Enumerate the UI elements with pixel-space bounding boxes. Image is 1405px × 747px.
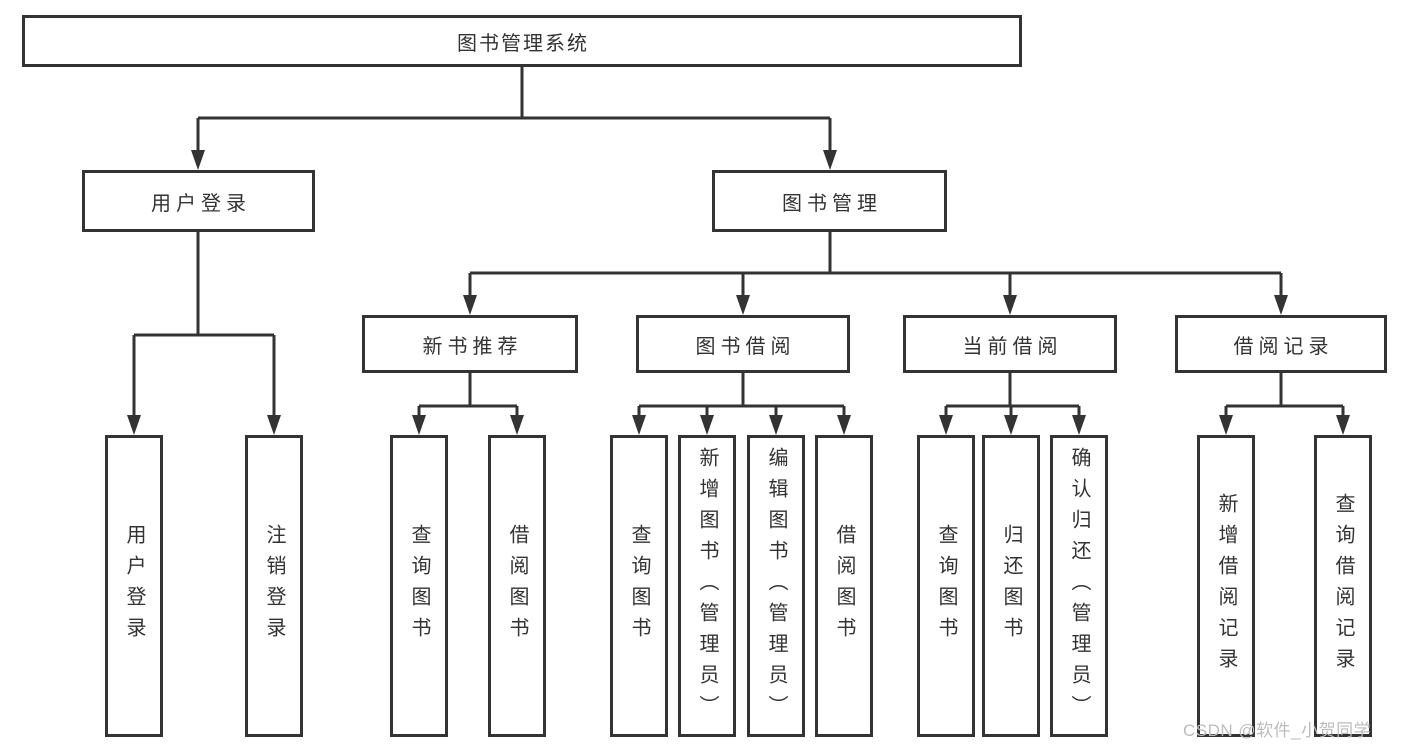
- leaf-label: 确认归还（管理员）: [1068, 446, 1090, 726]
- node-label: 当前借阅: [962, 335, 1063, 358]
- leaf-label: 查询图书: [408, 524, 430, 648]
- leaf-label: 注销登录: [263, 524, 285, 648]
- leaf-logout: 注销登录: [245, 435, 303, 737]
- leaf-query-books-current: 查询图书: [917, 435, 975, 737]
- node-label: 图书借阅: [695, 335, 796, 358]
- leaf-query-books-borrowing: 查询图书: [610, 435, 668, 737]
- leaf-user-login: 用户登录: [105, 435, 163, 737]
- leaf-edit-books-admin: 编辑图书（管理员）: [747, 435, 805, 737]
- leaf-add-borrow-record: 新增借阅记录: [1197, 435, 1255, 737]
- node-book-borrowing: 图书借阅: [636, 315, 850, 373]
- node-label: 新书推荐: [422, 335, 523, 358]
- node-current-borrowing: 当前借阅: [903, 315, 1117, 373]
- node-borrowing-records: 借阅记录: [1175, 315, 1387, 373]
- leaf-borrow-books-borrowing: 借阅图书: [815, 435, 873, 737]
- node-label: 图书管理系统: [457, 32, 589, 55]
- node-new-book-recommendation: 新书推荐: [362, 315, 578, 373]
- leaf-label: 查询图书: [935, 524, 957, 648]
- leaf-query-books-recommendation: 查询图书: [390, 435, 448, 737]
- leaf-label: 查询图书: [628, 524, 650, 648]
- node-label: 图书管理: [782, 192, 882, 215]
- leaf-label: 新增图书（管理员）: [696, 446, 718, 726]
- leaf-label: 归还图书: [1000, 524, 1022, 648]
- leaf-confirm-return-admin: 确认归还（管理员）: [1050, 435, 1108, 737]
- leaf-borrow-books-recommendation: 借阅图书: [488, 435, 546, 737]
- leaf-label: 新增借阅记录: [1215, 493, 1237, 679]
- leaf-query-borrow-record: 查询借阅记录: [1314, 435, 1372, 737]
- leaf-return-books: 归还图书: [982, 435, 1040, 737]
- leaf-add-books-admin: 新增图书（管理员）: [678, 435, 736, 737]
- node-label: 用户登录: [151, 192, 251, 215]
- leaf-label: 查询借阅记录: [1332, 493, 1354, 679]
- node-book-management: 图书管理: [712, 170, 947, 232]
- leaf-label: 借阅图书: [506, 524, 528, 648]
- leaf-label: 编辑图书（管理员）: [765, 446, 787, 726]
- node-user-login: 用户登录: [82, 170, 315, 232]
- leaf-label: 借阅图书: [833, 524, 855, 648]
- leaf-label: 用户登录: [123, 524, 145, 648]
- node-label: 借阅记录: [1233, 335, 1334, 358]
- csdn-watermark: CSDN @软件_小贺同学: [1183, 721, 1372, 740]
- node-library-management-system: 图书管理系统: [22, 15, 1022, 67]
